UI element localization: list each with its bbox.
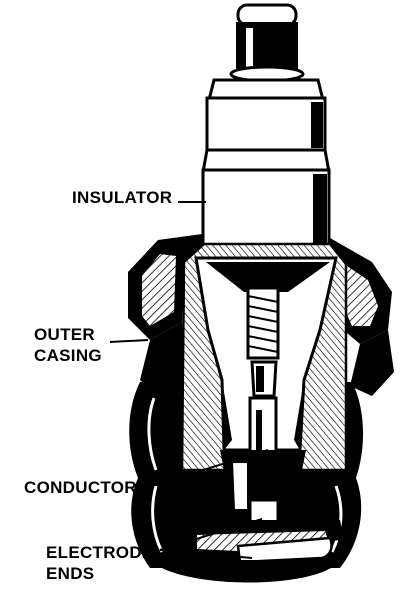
- insulator-body: [201, 78, 331, 247]
- electrode-leader-lower: [159, 549, 253, 559]
- outer-casing-label-line2: CASING: [34, 346, 102, 365]
- outer-casing-label-line1: OUTER: [34, 325, 95, 344]
- electrode-ends-label-line2: ENDS: [46, 564, 95, 583]
- leader-lines: [109, 201, 269, 559]
- terminal-cap: [229, 3, 305, 83]
- conductors-label: CONDUCTORS: [24, 478, 149, 497]
- outer-casing-leader: [109, 339, 149, 343]
- firing-end: [150, 450, 344, 583]
- electrode-ends-label-line1: ELECTRODE: [46, 543, 154, 562]
- insulator-label: INSULATOR: [72, 188, 173, 207]
- electrode-leader-upper: [159, 518, 263, 551]
- conductors-leader: [147, 449, 269, 488]
